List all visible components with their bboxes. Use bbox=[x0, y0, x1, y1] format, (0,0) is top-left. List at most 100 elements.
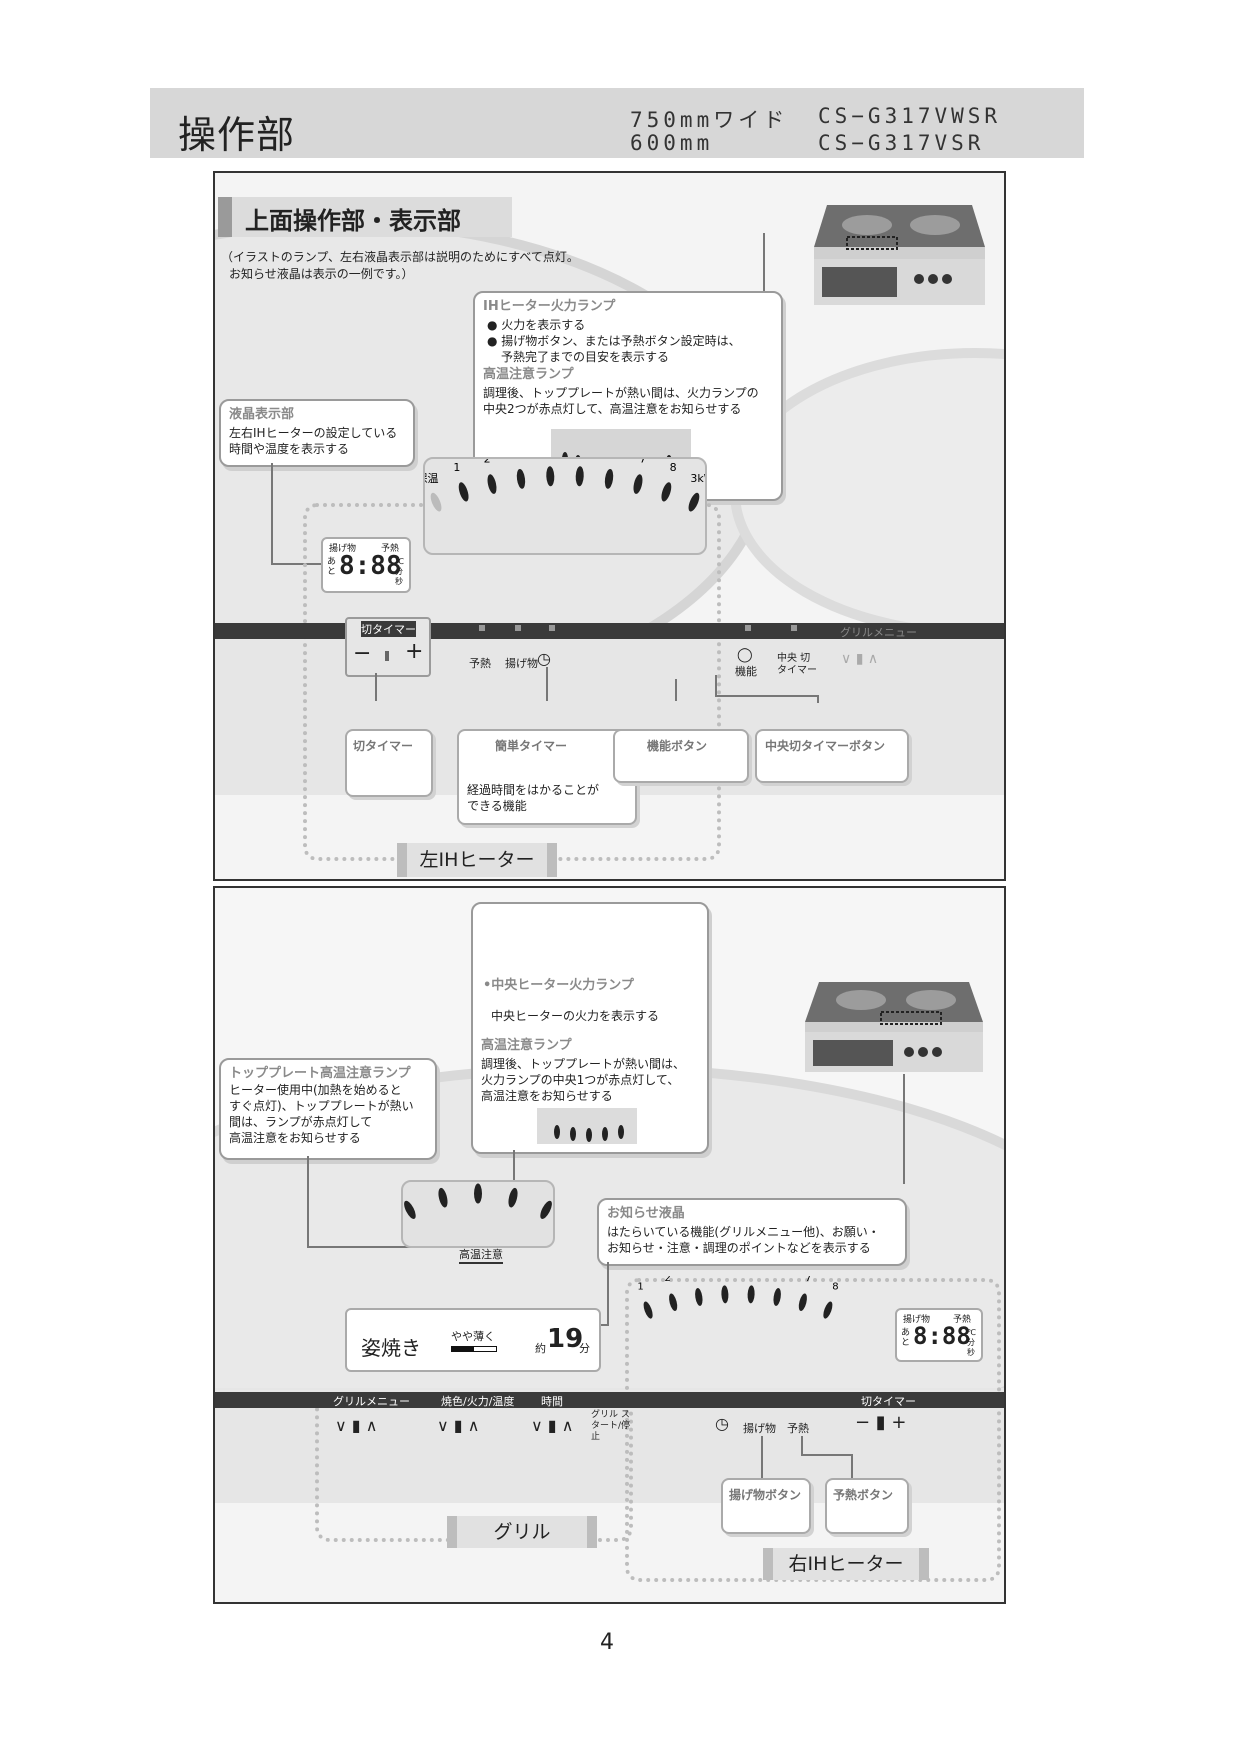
bottom-panel: •中央ヒーター火力ランプ 中央ヒーターの火力を表示する 高温注意ランプ 調理後、… bbox=[213, 886, 1006, 1604]
right-preheat-button[interactable]: 予熱 bbox=[787, 1422, 809, 1435]
lcd-digits: 8:88 bbox=[339, 551, 402, 581]
topplate-callout-body-3: 間は、ランプが赤点灯して bbox=[229, 1115, 373, 1129]
lcd-left-unit: あと bbox=[327, 557, 337, 577]
fry-leader bbox=[761, 1436, 763, 1478]
topplate-leader-v bbox=[307, 1156, 309, 1246]
grill-time-chevrons[interactable]: ∨ ▮ ∧ bbox=[531, 1416, 574, 1435]
preheat-button[interactable]: 予熱 bbox=[469, 657, 491, 670]
ih-lamp-callout-title: IHヒーター火力ランプ bbox=[483, 299, 616, 314]
cooktop-thumbnail bbox=[807, 195, 992, 313]
lcd-fry-indicator: 揚げ物 bbox=[329, 544, 357, 554]
left-lamp-label-1: 1 bbox=[453, 461, 460, 474]
thumb2-leader bbox=[903, 1074, 905, 1184]
notice-lcd-text: 姿焼き bbox=[361, 1336, 421, 1360]
center-timer-leader-v2 bbox=[817, 695, 819, 703]
function-leader bbox=[675, 679, 677, 701]
ih-lamp-body-2: 中央2つが赤点灯して、高温注意をお知らせする bbox=[483, 402, 742, 416]
left-lamp-label-2: 2 bbox=[484, 459, 491, 466]
right-lamp-4 bbox=[721, 1285, 729, 1304]
kiritimer-callout-title: 切タイマー bbox=[353, 739, 414, 753]
timer-plus-button[interactable]: + bbox=[405, 639, 424, 664]
center-lamp-1 bbox=[438, 1187, 448, 1208]
right-lamp-6 bbox=[773, 1288, 781, 1306]
easytimer-callout: 簡単タイマー 経過時間をはかることが できる機能 bbox=[457, 729, 637, 825]
right-lamp-3 bbox=[695, 1288, 703, 1306]
page-number: 4 bbox=[600, 1630, 614, 1655]
timer-minus-button[interactable]: − bbox=[353, 641, 372, 666]
notice-callout-title: お知らせ液晶 bbox=[607, 1206, 685, 1221]
right-timer-controls[interactable]: − ▮ + bbox=[855, 1412, 907, 1433]
grill-menu-faint: グリルメニュー bbox=[840, 626, 917, 639]
topplate-callout: トッププレート高温注意ランプ ヒーター使用中(加熱を始めると すぐ点灯)、トップ… bbox=[219, 1058, 437, 1160]
model-750: CS−G317VWSR bbox=[818, 104, 1002, 128]
section-title-box bbox=[218, 197, 512, 237]
bar-indicator-2 bbox=[515, 625, 521, 631]
left-lamp-arc: 保温123456783kW bbox=[416, 444, 715, 555]
grill-time-label: 時間 bbox=[541, 1395, 563, 1408]
left-lamp-label-9: 3kW bbox=[690, 472, 705, 485]
topplate-leader-h bbox=[307, 1246, 467, 1248]
topplate-callout-title: トッププレート高温注意ランプ bbox=[229, 1066, 411, 1081]
ih-lamp-bullet-2b: 予熱完了までの目安を表示する bbox=[501, 350, 670, 364]
lcd-callout: 液晶表示部 左右IHヒーターの設定している 時間や温度を表示する bbox=[219, 399, 415, 467]
center-lamp-0 bbox=[404, 1200, 416, 1219]
left-lamp-3 bbox=[516, 468, 526, 489]
kiritimer-leader bbox=[375, 673, 377, 701]
bar-indicator-5 bbox=[791, 625, 797, 631]
timer-box: 切タイマー − + bbox=[345, 617, 431, 677]
topplate-callout-body-4: 高温注意をお知らせする bbox=[229, 1131, 361, 1145]
right-lamp-2 bbox=[669, 1293, 678, 1311]
bar-indicator-4 bbox=[745, 625, 751, 631]
page-title: 操作部 bbox=[178, 113, 296, 157]
left-lamp-2 bbox=[487, 474, 497, 494]
center-timer-button[interactable]: 中央 切タイマー bbox=[777, 653, 817, 676]
function-callout: 機能ボタン bbox=[613, 729, 749, 783]
left-ih-label: 左IHヒーター bbox=[397, 843, 557, 877]
bar-indicator-1 bbox=[479, 625, 485, 631]
high-temp-label: 高温注意 bbox=[459, 1246, 503, 1264]
easytimer-callout-body-2: できる機能 bbox=[467, 799, 527, 813]
kiritimer-callout: 切タイマー bbox=[345, 729, 433, 797]
fry-button[interactable]: 揚げ物 bbox=[505, 657, 538, 670]
function-button[interactable]: 機能 bbox=[735, 665, 757, 678]
center-timer-leader-h bbox=[715, 695, 817, 697]
left-lamp-4 bbox=[546, 466, 555, 487]
ih-lamp-body-1: 調理後、トッププレートが熱い間は、火力ランプの bbox=[483, 386, 759, 400]
preheat-leader-h bbox=[801, 1454, 851, 1456]
grill-color-chevrons[interactable]: ∨ ▮ ∧ bbox=[437, 1416, 480, 1435]
model-600: CS−G317VSR bbox=[818, 131, 985, 155]
right-lcd-preheat: 予熱 bbox=[953, 1315, 972, 1325]
notice-lcd: 姿焼き やや薄く 約 19 分 bbox=[345, 1308, 601, 1372]
grill-color-label: 焼色/火力/温度 bbox=[441, 1395, 515, 1408]
easytimer-callout-title: 簡単タイマー bbox=[495, 739, 568, 753]
center-callout-body-3: 高温注意をお知らせする bbox=[481, 1089, 613, 1103]
notice-lcd-unit: 分 bbox=[579, 1342, 590, 1355]
note-line-1: （イラストのランプ、左右液晶表示部は説明のためにすべて点灯。 bbox=[221, 250, 579, 264]
grill-label: グリル bbox=[447, 1516, 597, 1548]
left-lamp-1 bbox=[458, 482, 469, 502]
left-lamp-label-8: 8 bbox=[670, 461, 677, 474]
lcd-preheat-indicator: 予熱 bbox=[381, 544, 400, 554]
right-lamp-label-6: 6 bbox=[777, 1276, 783, 1278]
left-lamp-label-7: 7 bbox=[639, 459, 646, 466]
kiritimer-bar-label: 切タイマー bbox=[861, 1395, 916, 1408]
grill-start-button[interactable]: グリル スタート/停止 bbox=[591, 1410, 631, 1442]
preheat-button-callout: 予熱ボタン bbox=[825, 1478, 909, 1534]
easy-timer-icon[interactable]: ◷ bbox=[537, 649, 551, 668]
cooktop-thumbnail-2 bbox=[799, 974, 989, 1074]
right-easy-timer-icon[interactable]: ◷ bbox=[715, 1414, 729, 1433]
timer-label: 切タイマー bbox=[361, 621, 416, 637]
grill-chevrons-faint: ∨ ▮ ∧ bbox=[841, 651, 879, 667]
preheat-button-callout-title: 予熱ボタン bbox=[833, 1488, 894, 1502]
left-lamp-9 bbox=[688, 492, 700, 512]
right-fry-button[interactable]: 揚げ物 bbox=[743, 1422, 776, 1435]
right-lamp-arc: 保温123456783kW bbox=[604, 1264, 873, 1376]
grill-menu-chevrons[interactable]: ∨ ▮ ∧ bbox=[335, 1416, 378, 1435]
center-timer-callout-title: 中央切タイマーボタン bbox=[765, 739, 886, 753]
right-lcd-display: 揚げ物 予熱 あと 8:88 ℃ 分 秒 bbox=[895, 1308, 983, 1362]
note-line-2: お知らせ液晶は表示の一例です。） bbox=[229, 267, 414, 281]
grill-menu-label: グリルメニュー bbox=[333, 1395, 410, 1408]
center-lamp-3 bbox=[508, 1187, 518, 1208]
left-lamp-8 bbox=[661, 482, 672, 502]
fry-button-callout: 揚げ物ボタン bbox=[721, 1478, 811, 1534]
